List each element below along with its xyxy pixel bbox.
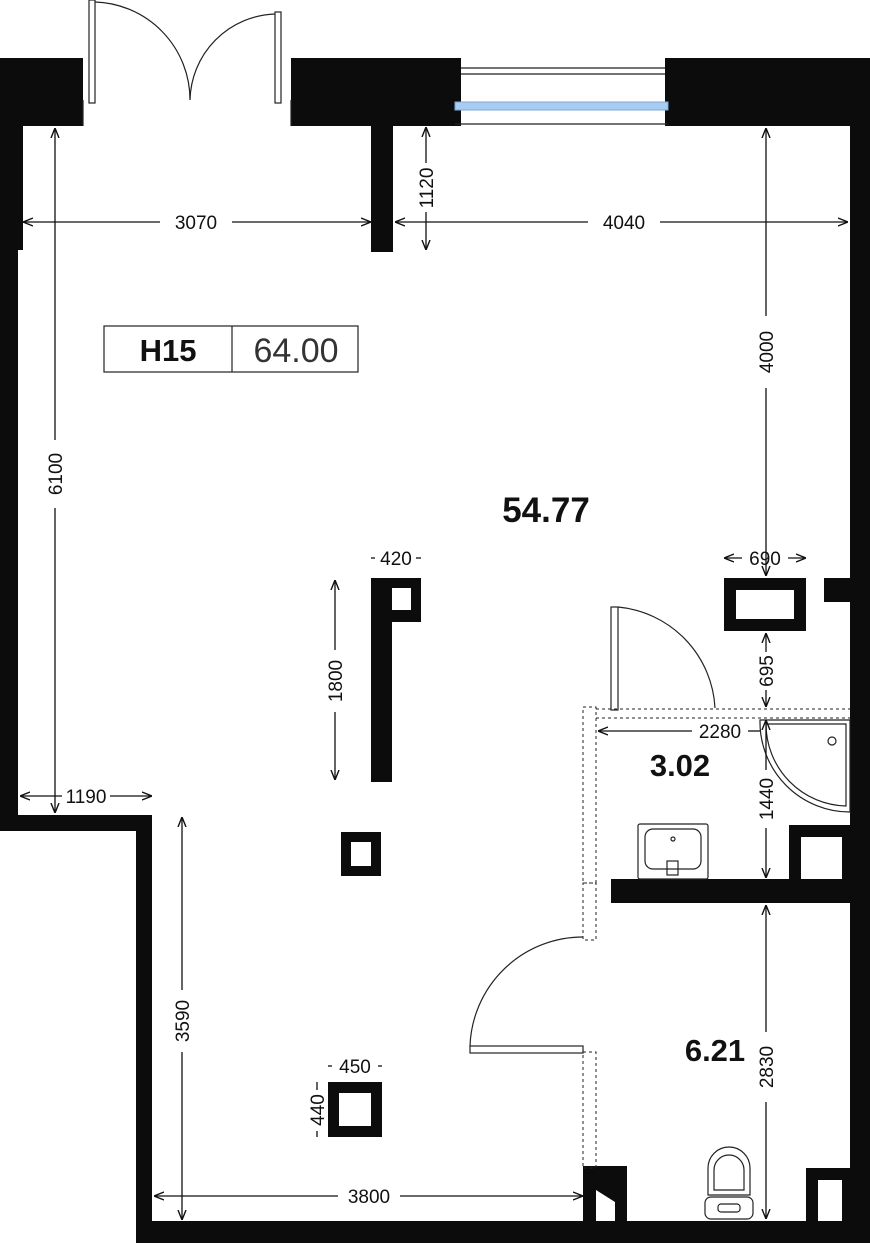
- wall-top-right: [665, 58, 870, 126]
- dim-shower-depth: 1440: [757, 778, 778, 820]
- wall-bath-divider: [611, 879, 816, 903]
- sink: [637, 823, 709, 880]
- dim-left-height: 6100: [46, 453, 67, 495]
- walls: [0, 58, 870, 1243]
- dimension-lines: [20, 127, 848, 1220]
- dim-top-right-width: 4040: [603, 213, 645, 234]
- wall-shaft-bottom: [583, 1166, 627, 1223]
- dimension-labels: 3070 4040 1120 6100 4000 420 1800 690 69…: [46, 168, 781, 1208]
- room-main-area: 54.77: [502, 491, 590, 530]
- dim-toilet-depth: 2830: [757, 1046, 778, 1088]
- shower-door: [610, 606, 716, 711]
- columns: [328, 578, 806, 1137]
- wall-shaft-lower: [806, 1168, 854, 1223]
- dim-bottom-width: 3800: [348, 1187, 390, 1208]
- wall-shaft-upper: [789, 825, 854, 895]
- dim-box-height: 440: [308, 1094, 329, 1126]
- room-shower-area: 3.02: [650, 748, 710, 783]
- dim-column-width: 420: [380, 549, 412, 570]
- dim-top-left-width: 3070: [175, 213, 217, 234]
- dim-column-height: 1800: [326, 660, 347, 702]
- dim-left-step: 1190: [66, 787, 107, 808]
- wall-top-middle: [291, 58, 461, 126]
- dim-lower-left-height: 3590: [173, 1000, 194, 1042]
- unit-area: 64.00: [253, 332, 338, 370]
- dim-right-height: 4000: [757, 331, 778, 373]
- drain-icon: [827, 736, 837, 746]
- room-toilet-area: 6.21: [685, 1033, 745, 1068]
- column-small: [341, 832, 381, 876]
- column-square: [328, 1082, 382, 1137]
- column-tall: [371, 578, 421, 782]
- wall-right-stub: [824, 578, 854, 602]
- niche-box: [724, 578, 806, 631]
- bathroom-partitions: [582, 706, 850, 1169]
- wall-left-step: [0, 815, 152, 831]
- wall-pillar: [371, 126, 393, 252]
- dim-box-width: 450: [339, 1057, 371, 1078]
- dim-niche-gap: 695: [757, 655, 778, 687]
- shower-tray: [759, 719, 851, 813]
- wall-left: [0, 250, 18, 830]
- wall-bath-divider-right: [816, 895, 854, 903]
- dim-shower-width: 2280: [699, 722, 741, 743]
- window: [454, 67, 669, 125]
- unit-code: H15: [140, 333, 197, 368]
- entry-double-door: [82, 0, 292, 126]
- dim-pillar-depth: 1120: [417, 168, 438, 209]
- wall-left-top-stub: [0, 58, 23, 250]
- toilet-door: [469, 936, 584, 1054]
- dim-niche-width: 690: [749, 549, 781, 570]
- toilet: [704, 1146, 754, 1220]
- wall-left-lower: [136, 815, 152, 1243]
- unit-label: H15 64.00: [103, 325, 359, 373]
- wall-bottom: [136, 1221, 870, 1243]
- wall-right: [850, 58, 870, 1243]
